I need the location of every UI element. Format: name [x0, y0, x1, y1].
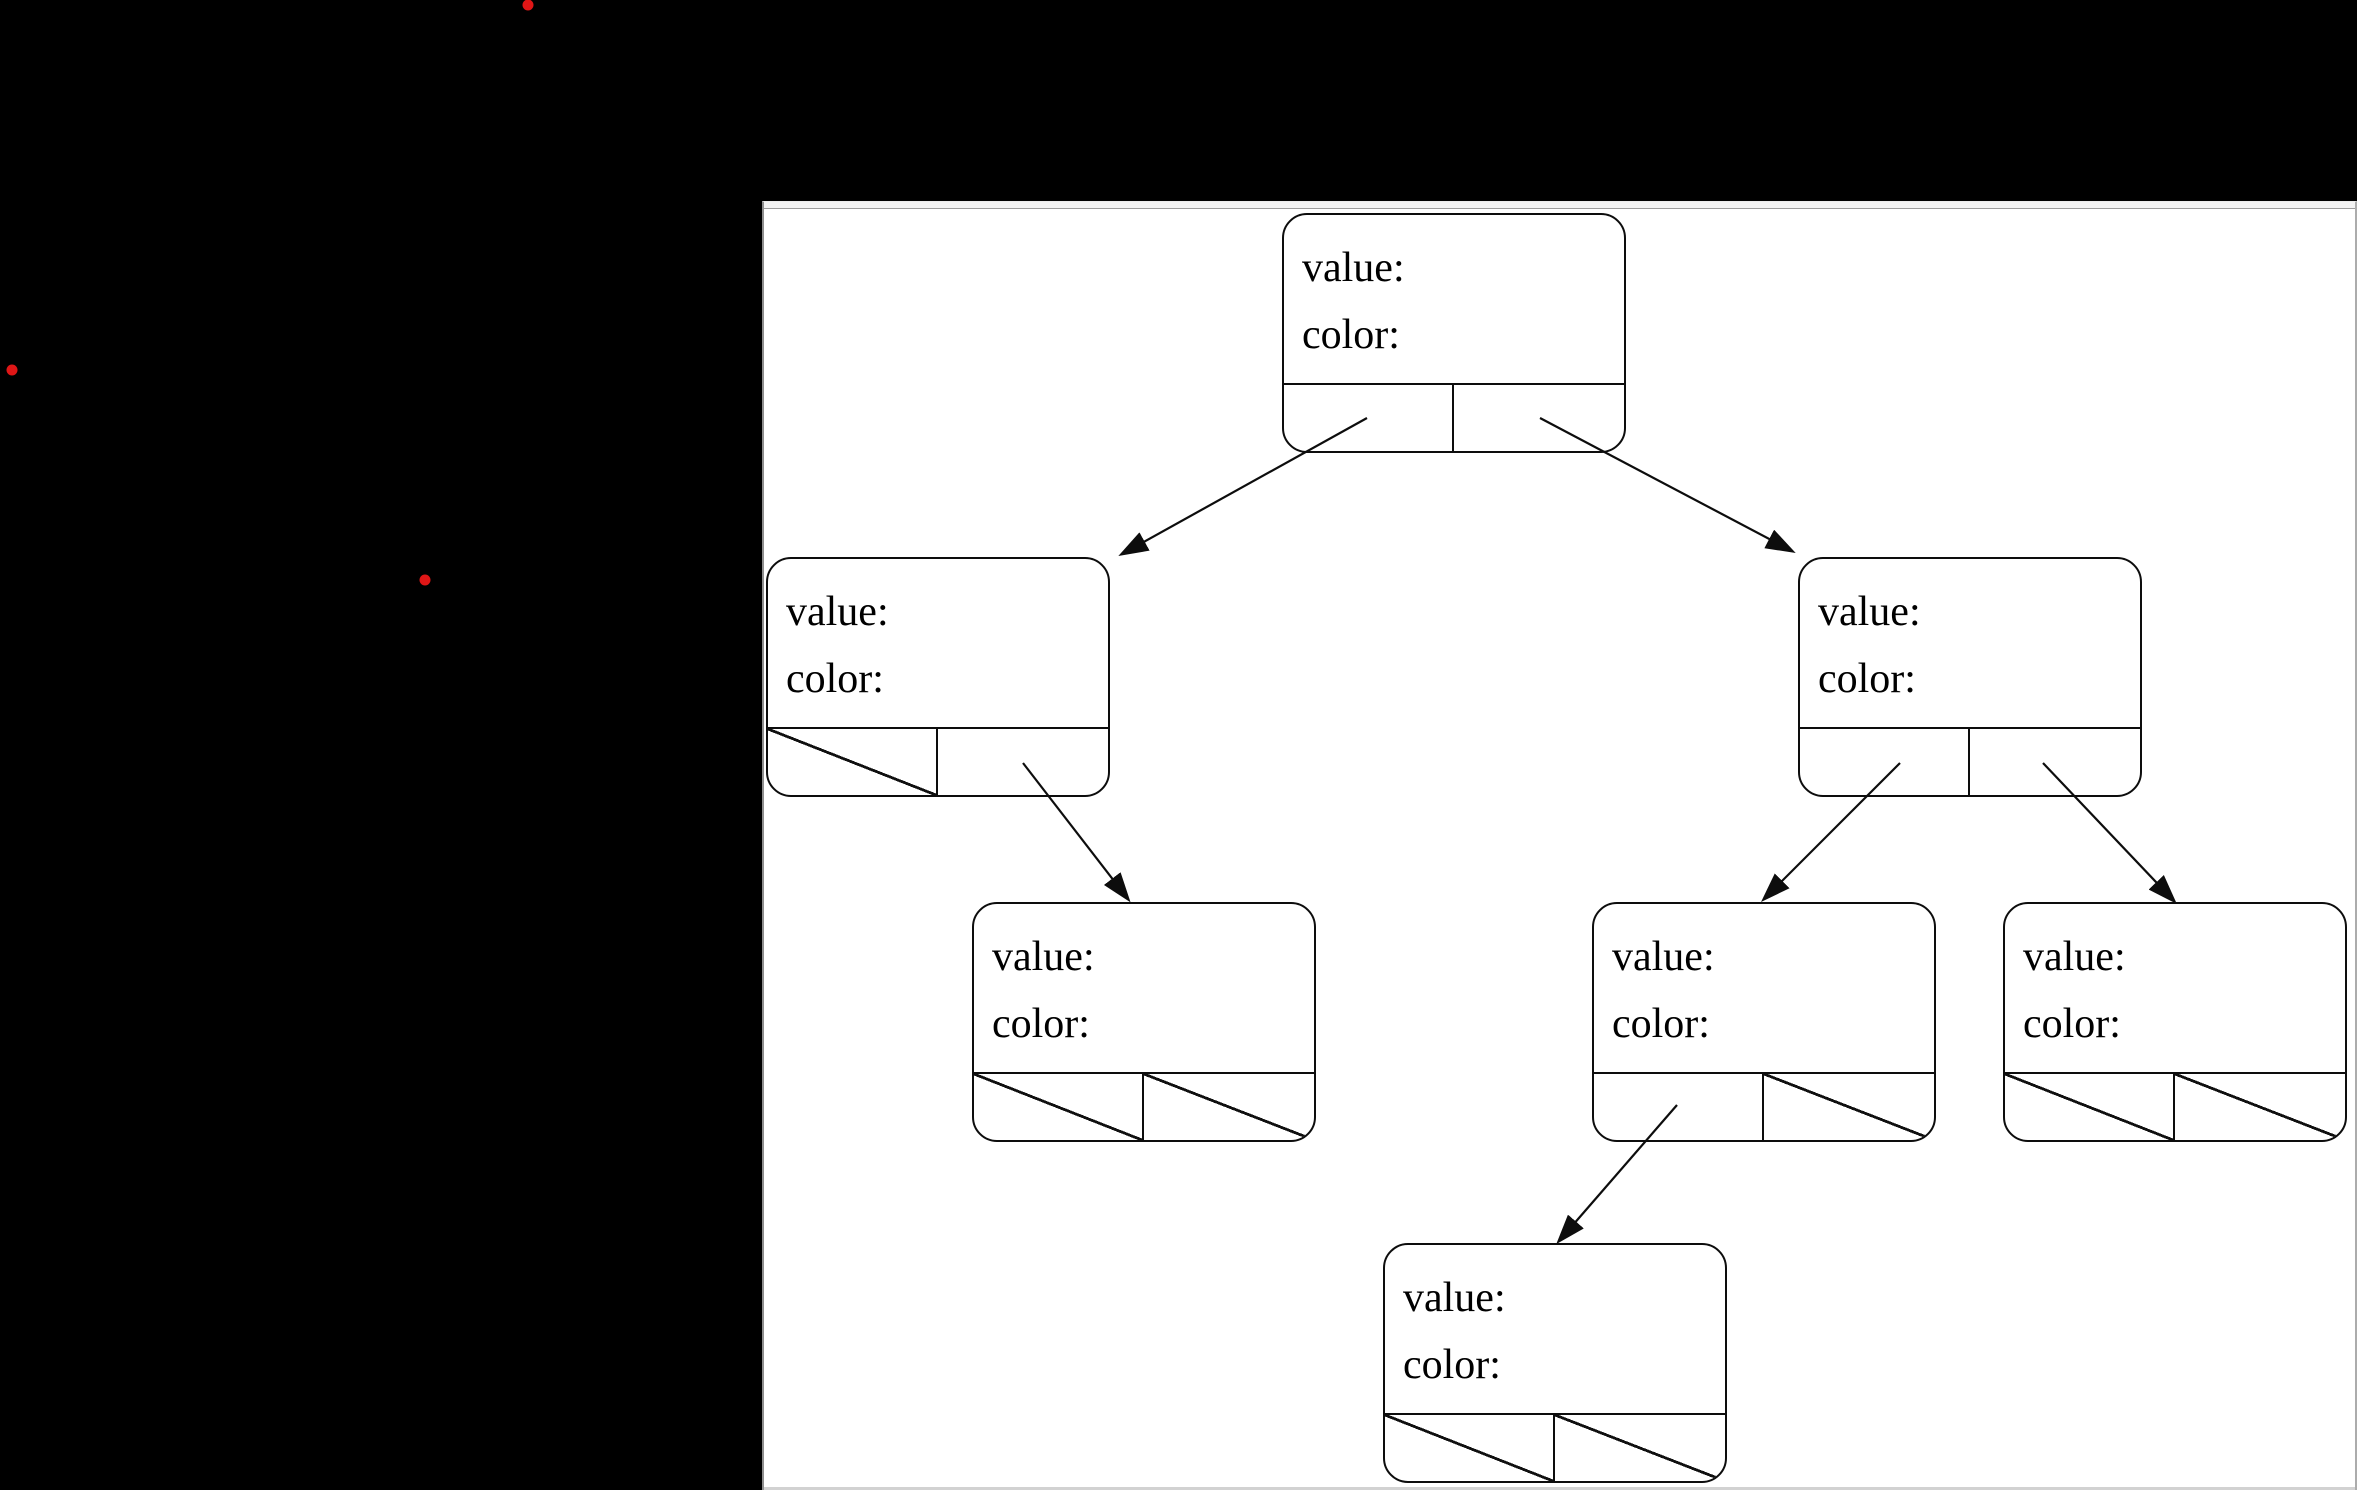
- right-pointer-cell: [2175, 1074, 2345, 1140]
- right-pointer-cell: [1144, 1074, 1314, 1140]
- node-field-color: color:: [992, 1001, 1090, 1047]
- left-pointer-cell: [1594, 1074, 1764, 1140]
- tree-diagram: value: color: value: color: value: color…: [762, 201, 2357, 1490]
- red-marker-dot: [419, 574, 431, 586]
- node-field-value: value:: [1612, 934, 1715, 980]
- right-pointer-cell: [1454, 385, 1624, 451]
- node-field-color: color:: [1612, 1001, 1710, 1047]
- node-field-value: value:: [992, 934, 1095, 980]
- tree-node-right-left: value: color:: [1592, 902, 1936, 1142]
- node-field-value: value:: [2023, 934, 2126, 980]
- left-pointer-cell: [1284, 385, 1454, 451]
- node-field-value: value:: [1302, 245, 1405, 291]
- left-pointer-cell: [2005, 1074, 2175, 1140]
- node-field-value: value:: [786, 589, 889, 635]
- tree-node-left: value: color:: [766, 557, 1110, 797]
- tree-node-left-right-leaf: value: color:: [972, 902, 1316, 1142]
- pointer-row: [1594, 1072, 1934, 1140]
- node-field-color: color:: [1403, 1342, 1501, 1388]
- pointer-row: [1800, 727, 2140, 795]
- tree-node-right: value: color:: [1798, 557, 2142, 797]
- node-field-color: color:: [2023, 1001, 2121, 1047]
- diagram-panel: value: color: value: color: value: color…: [762, 201, 2357, 1490]
- node-field-color: color:: [1818, 656, 1916, 702]
- right-pointer-cell: [1970, 729, 2140, 795]
- left-pointer-cell: [1800, 729, 1970, 795]
- pointer-row: [2005, 1072, 2345, 1140]
- tree-node-right-right-leaf: value: color:: [2003, 902, 2347, 1142]
- pointer-row: [974, 1072, 1314, 1140]
- red-marker-dot: [6, 364, 18, 376]
- tree-node-root: value: color:: [1282, 213, 1626, 453]
- pointer-row: [768, 727, 1108, 795]
- node-field-color: color:: [786, 656, 884, 702]
- right-pointer-cell: [938, 729, 1108, 795]
- right-pointer-cell: [1555, 1415, 1725, 1481]
- node-field-value: value:: [1403, 1275, 1506, 1321]
- node-field-value: value:: [1818, 589, 1921, 635]
- panel-bottom-strip: [764, 1487, 2355, 1490]
- pointer-row: [1284, 383, 1624, 451]
- tree-node-bottom-leaf: value: color:: [1383, 1243, 1727, 1483]
- node-field-color: color:: [1302, 312, 1400, 358]
- left-pointer-cell: [1385, 1415, 1555, 1481]
- red-marker-dot: [522, 0, 534, 11]
- left-pointer-cell: [974, 1074, 1144, 1140]
- left-pointer-cell: [768, 729, 938, 795]
- pointer-row: [1385, 1413, 1725, 1481]
- right-pointer-cell: [1764, 1074, 1934, 1140]
- panel-top-strip: [764, 202, 2355, 209]
